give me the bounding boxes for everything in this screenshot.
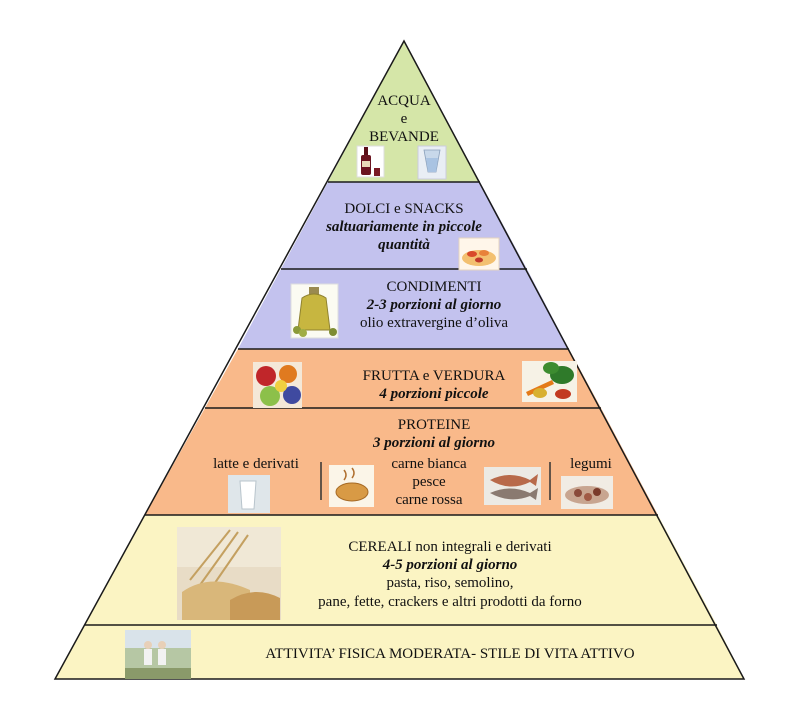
tier-fruit [205,349,601,408]
protein-portions: 3 porzioni al giorno [372,435,496,451]
water-line-2: e [400,111,408,127]
cakes-icon [458,237,500,271]
fruit-icon [253,362,302,408]
olive-oil-icon [290,283,339,339]
protein-center-line-3: carne rossa [395,492,463,508]
fruit-portions: 4 porzioni piccole [379,386,489,402]
walking-people-icon [125,630,191,679]
cereals-detail-line-1: pasta, riso, semolino, [386,575,514,591]
cereals-portions: 4-5 porzioni al giorno [382,557,518,573]
wine-bottle-icon [356,145,385,178]
fish-icon [484,467,541,505]
protein-title: PROTEINE [397,417,471,433]
condiments-detail: olio extravergine d’oliva [359,315,508,331]
protein-left-label: latte e derivati [213,456,299,472]
water-line-1: ACQUA [377,93,431,109]
protein-center-line-2: pesce [412,474,446,490]
condiments-title: CONDIMENTI [386,279,482,295]
sweets-note-line-2: quantità [378,237,430,253]
cereals-title: CEREALI non integrali e derivati [348,539,552,555]
water-glass-icon [417,145,447,180]
milk-icon [228,475,270,513]
protein-right-label: legumi [570,456,612,472]
protein-center-line-1: carne bianca [391,456,467,472]
chicken-icon [329,465,374,507]
tier-activity [55,625,744,679]
fruit-title: FRUTTA e VERDURA [362,368,506,384]
bread-wheat-icon [177,527,281,620]
activity-title: ATTIVITA’ FISICA MODERATA- STILE DI VITA… [265,646,635,662]
cereals-detail-line-2: pane, fette, crackers e altri prodotti d… [318,594,582,610]
condiments-portions: 2-3 porzioni al giorno [366,297,502,313]
vegetables-icon [522,361,577,402]
sweets-title: DOLCI e SNACKS [344,201,464,217]
sweets-note-line-1: saltuariamente in piccole [326,219,482,235]
water-line-3: BEVANDE [369,129,439,145]
pyramid-outline [53,39,746,680]
legumes-icon [561,476,613,509]
